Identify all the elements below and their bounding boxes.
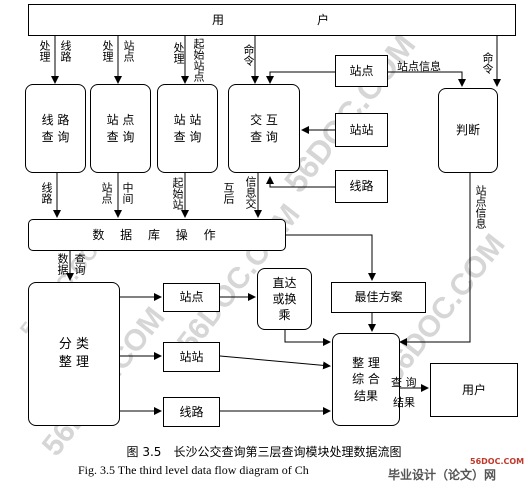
route-query-box: 线 路 查 询 [25, 84, 86, 173]
label-start-stop: 起始站 [171, 177, 184, 210]
label-process-2: 处理 [101, 40, 114, 62]
label-process-1: 处理 [38, 40, 51, 62]
label-command-2: 命令 [481, 52, 494, 74]
label-command-1: 命令 [242, 44, 255, 66]
label-result: 结果 [393, 396, 415, 409]
direct-transfer-box: 直达 或换 乘 [257, 268, 312, 330]
label-route-down: 线路 [40, 182, 53, 204]
label-process-3: 处理 [172, 42, 185, 64]
label-stop-middle-b: 中间 [121, 182, 134, 204]
label-interact-a: 互后 [222, 182, 235, 204]
arrow-stopstopout-summary [219, 355, 331, 370]
classify-box: 分 类 整 理 [28, 282, 120, 426]
summary-box: 整 理 综 合 结果 [332, 333, 400, 426]
stopstop-out-box: 站站 [163, 342, 220, 372]
judge-box: 判断 [438, 88, 498, 173]
arrow-judge-summary [399, 172, 471, 346]
route-input-box: 线路 [335, 170, 388, 203]
label-stop-info-vertical: 站点信息 [474, 185, 487, 229]
label-query: 查 询 [391, 376, 417, 389]
interactive-query-box: 交 互 查 询 [228, 84, 300, 173]
user-box-bottom: 用户 [430, 363, 518, 417]
arrow-routeinput-interactive [266, 176, 335, 188]
arrow-stopinput-interactive [266, 71, 335, 84]
stop-input-box: 站点 [335, 55, 388, 87]
figure-caption-cn: 图 3.5 长沙公交查询第三层查询模块处理数据流图 [126, 445, 402, 459]
brand-name: 毕业设计（论文）网 [388, 468, 497, 482]
arrow-direct-summary [284, 330, 331, 346]
stopstop-input-box: 站站 [335, 113, 388, 147]
stop-stop-query-box: 站 站 查 询 [157, 84, 218, 173]
best-plan-box: 最佳方案 [331, 282, 426, 313]
label-data-b: 查询 [73, 253, 86, 275]
route-out-box: 线路 [163, 397, 220, 427]
brand-site: 56DOC.COM [470, 457, 525, 466]
figure-caption-en: Fig. 3.5 The third level data flow diagr… [78, 463, 309, 477]
label-start-end-stop: 起始站点 [192, 38, 205, 82]
label-data-a: 数据 [56, 253, 69, 275]
label-route: 线路 [59, 40, 72, 62]
stop-query-box: 站 点 查 询 [90, 84, 151, 173]
label-interact-b: 信息交 [244, 176, 257, 209]
label-stop-info: 站点信息 [397, 60, 441, 73]
arrow-stopinput-judge [388, 71, 466, 87]
database-box: 数 据 库 操 作 [28, 219, 286, 251]
stop-out-box: 站点 [163, 283, 220, 312]
label-stop-middle-a: 站点 [100, 182, 113, 204]
label-stop: 站点 [122, 40, 135, 62]
arrow-db-bestplan [285, 234, 376, 281]
user-box-top: 用 户 [28, 4, 516, 36]
